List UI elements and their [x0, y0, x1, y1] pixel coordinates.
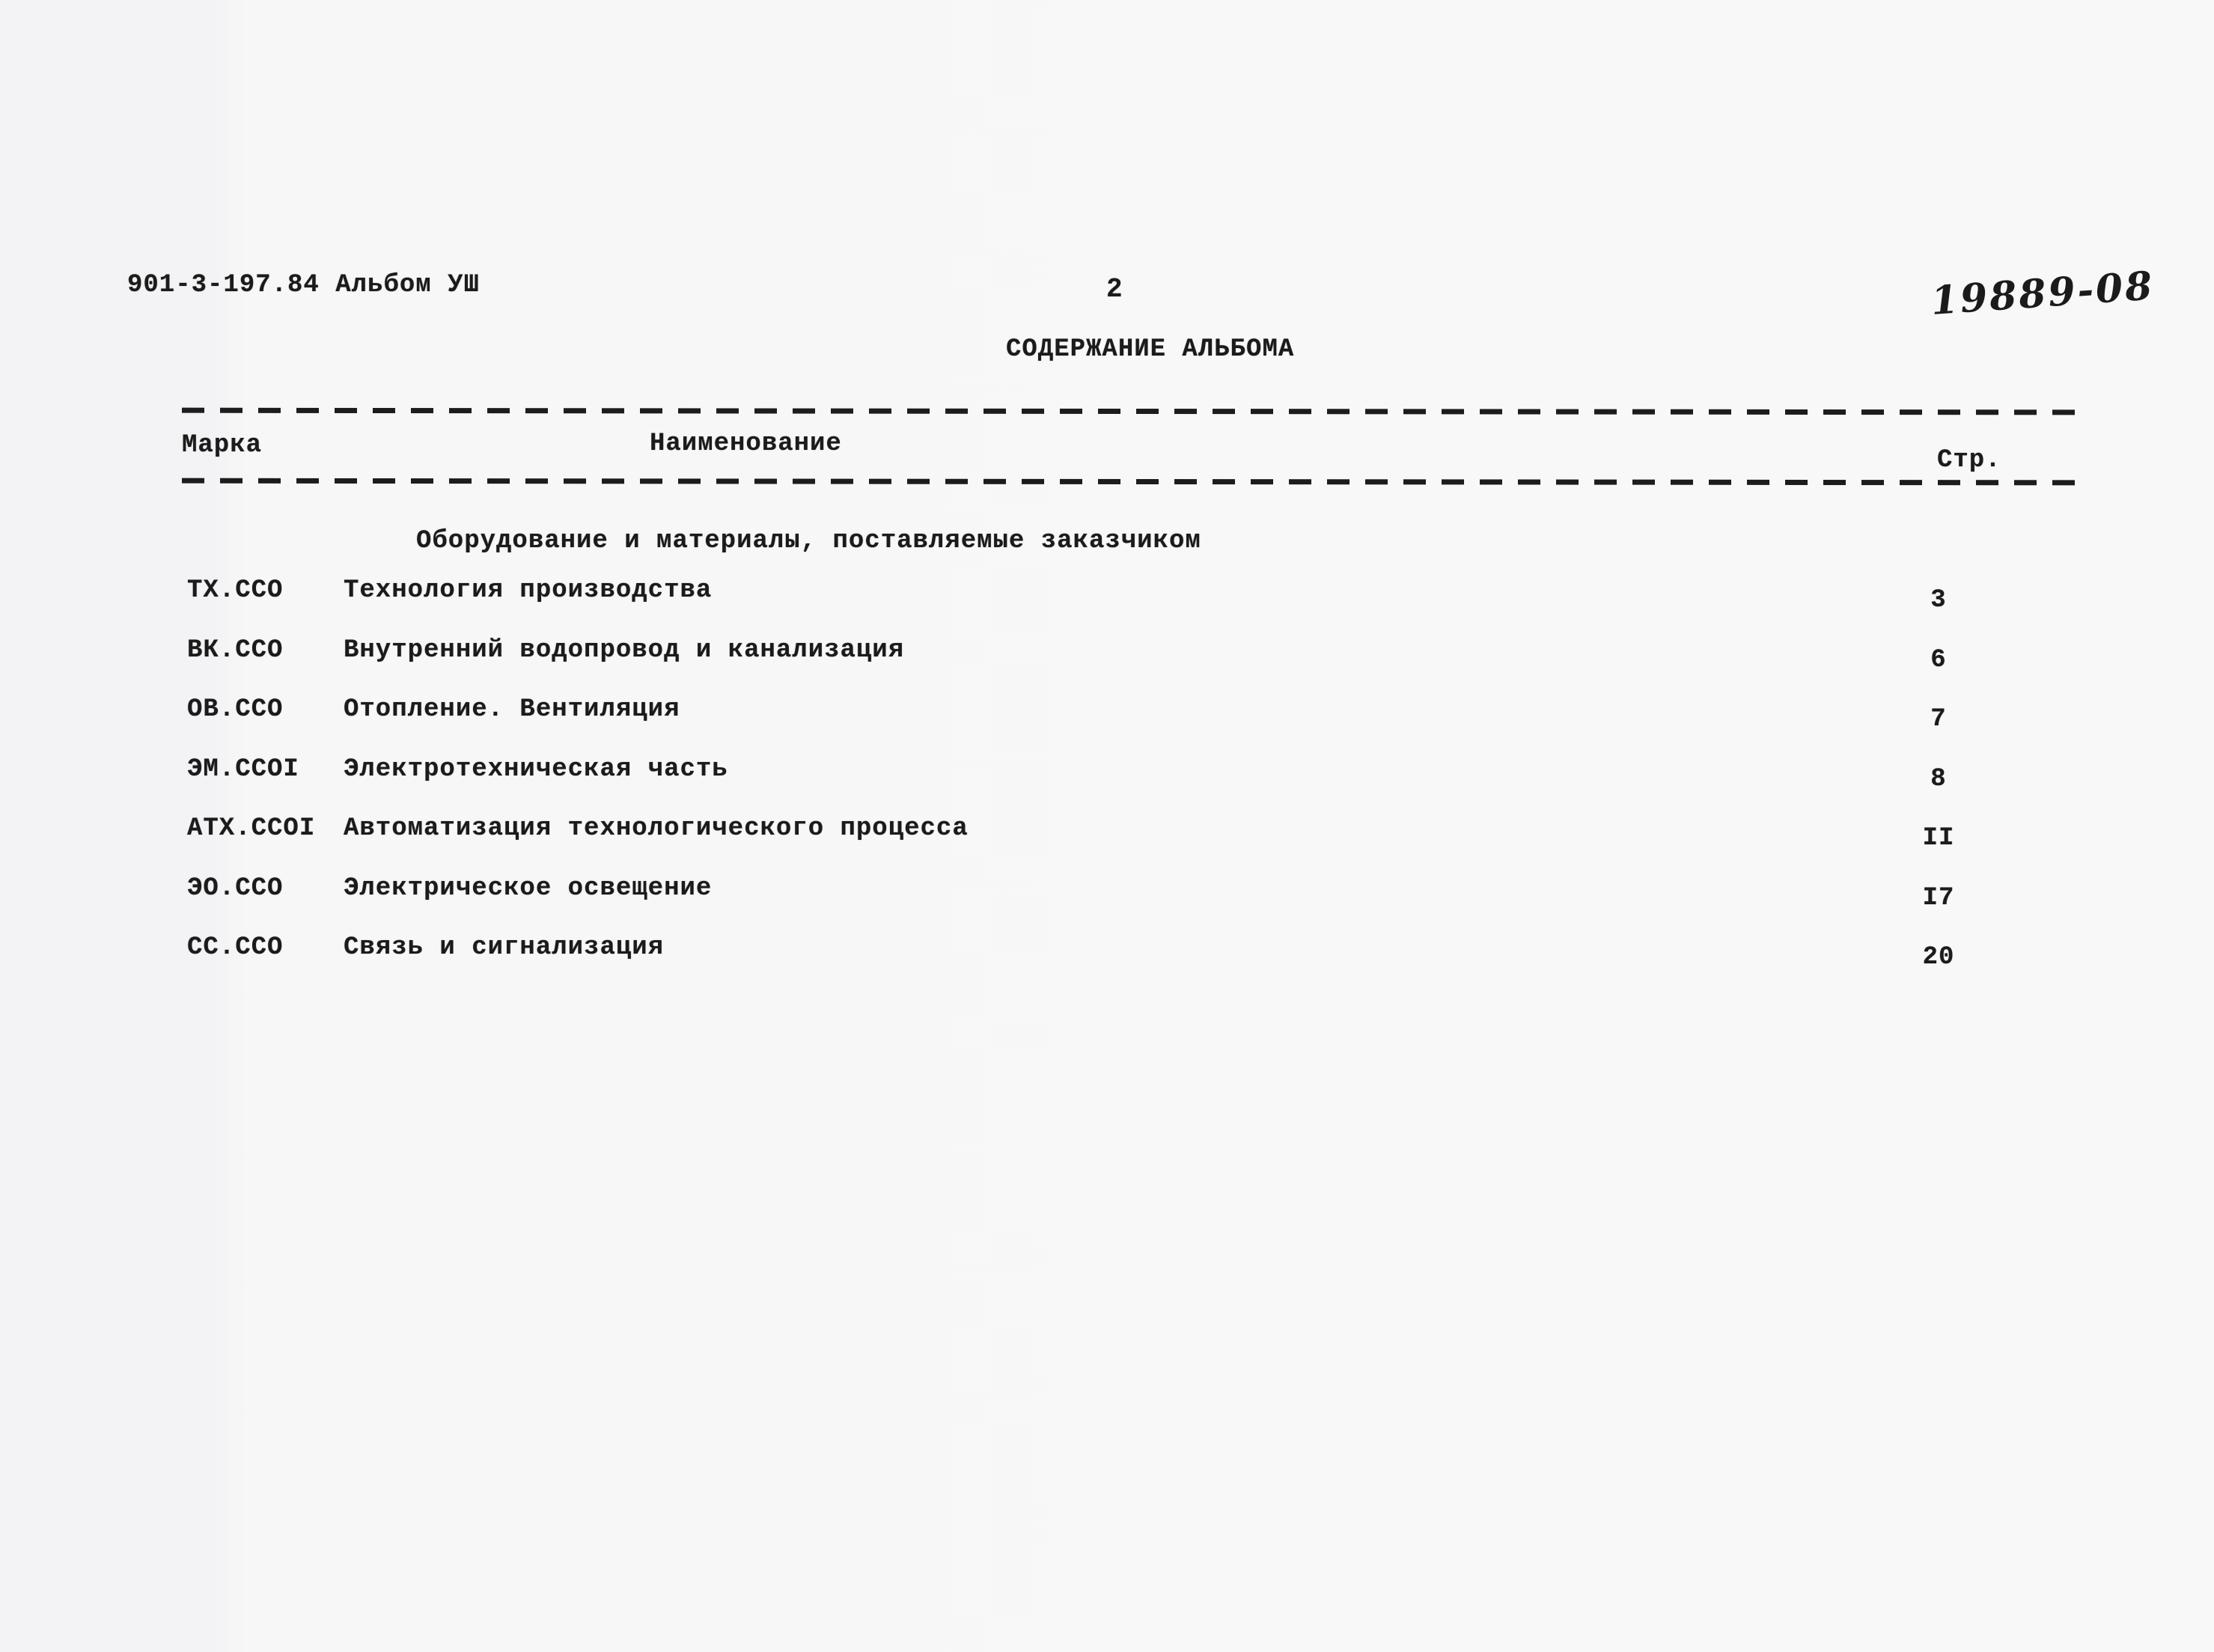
column-header-page: Стр.: [1937, 446, 2001, 475]
table-row: ЭМ.ССОI Электротехническая часть 8: [187, 755, 1991, 815]
table-header-bottom-rule: [181, 478, 2084, 486]
row-mark: ТХ.ССО: [187, 576, 284, 605]
row-name: Связь и сигнализация: [344, 933, 665, 962]
row-mark: ВК.ССО: [187, 635, 284, 665]
row-name: Электротехническая часть: [344, 755, 728, 784]
table-row: ОВ.ССО Отопление. Вентиляция 7: [187, 695, 1991, 755]
table-header-top-rule: [181, 407, 2084, 415]
section-heading: Оборудование и материалы, поставляемые з…: [416, 527, 1201, 555]
column-header-name: Наименование: [650, 430, 842, 458]
row-name: Технология производства: [344, 576, 713, 605]
row-name: Внутренний водопровод и канализация: [344, 635, 905, 665]
row-mark: ЭМ.ССОI: [187, 755, 299, 784]
handwritten-stamp: 19889-08: [1929, 263, 2156, 324]
table-row: ВК.ССО Внутренний водопровод и канализац…: [187, 636, 1991, 696]
row-page-number: 20: [1922, 943, 1955, 972]
row-mark: ЭО.ССО: [187, 874, 284, 903]
table-row: АТХ.ССОI Автоматизация технологического …: [187, 814, 1991, 874]
row-page-number: II: [1922, 824, 1955, 853]
row-page-number: 8: [1930, 764, 1947, 793]
document-code: 901-3-197.84 Альбом УШ: [127, 271, 480, 299]
table-row: ЭО.ССО Электрическое освещение I7: [187, 874, 1991, 934]
sheet-number: 2: [1106, 274, 1123, 305]
row-page-number: 7: [1930, 705, 1947, 734]
row-page-number: 6: [1930, 645, 1947, 674]
row-page-number: I7: [1922, 883, 1955, 912]
row-mark: СС.ССО: [187, 933, 284, 962]
page-title: СОДЕРЖАНИЕ АЛЬБОМА: [1006, 335, 1295, 364]
contents-table: ТХ.ССО Технология производства 3 ВК.ССО …: [187, 576, 1991, 993]
row-name: Автоматизация технологического процесса: [344, 814, 969, 843]
row-name: Электрическое освещение: [344, 874, 713, 903]
row-mark: АТХ.ССОI: [187, 814, 316, 843]
table-row: ТХ.ССО Технология производства 3: [187, 576, 1991, 636]
row-page-number: 3: [1930, 586, 1947, 615]
column-header-mark: Марка: [182, 431, 263, 460]
row-name: Отопление. Вентиляция: [344, 695, 680, 724]
row-mark: ОВ.ССО: [187, 695, 284, 724]
table-row: СС.ССО Связь и сигнализация 20: [187, 933, 1991, 993]
